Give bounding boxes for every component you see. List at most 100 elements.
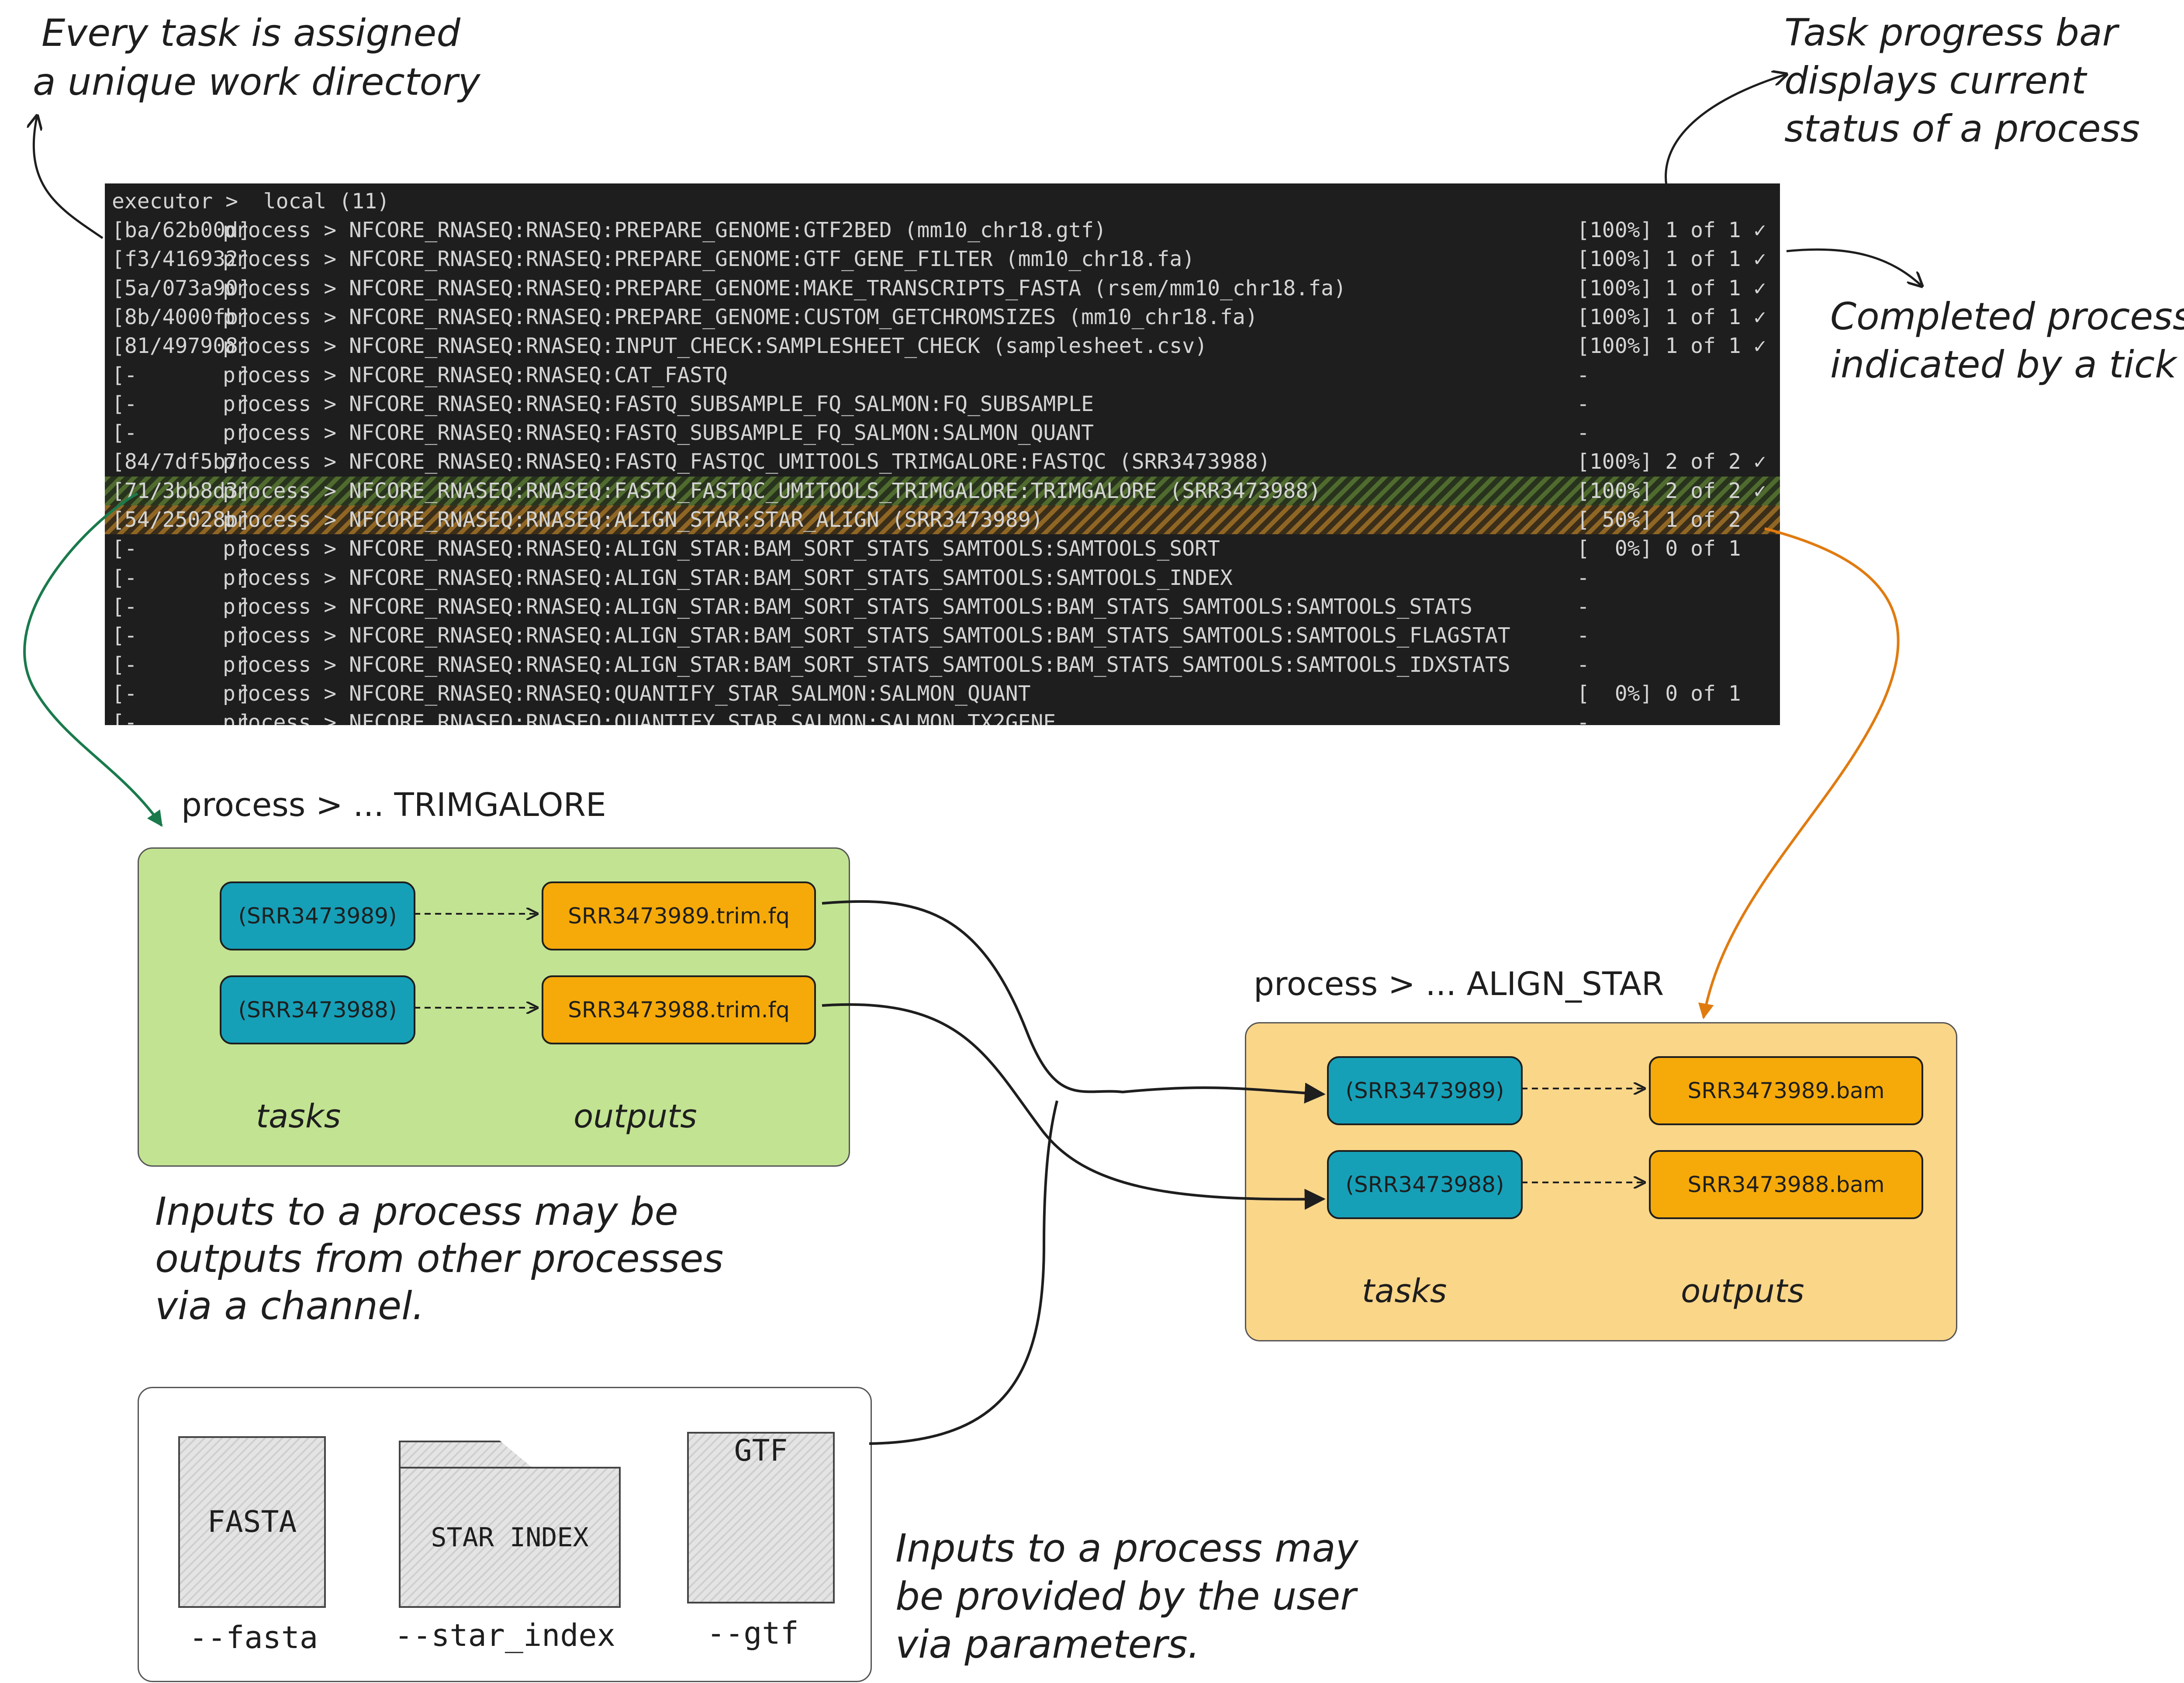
terminal-row: [- ]process > NFCORE_RNASEQ:RNASEQ:QUANT…	[105, 708, 1780, 725]
task-hash: [- ]	[112, 565, 251, 590]
process-name: process > NFCORE_RNASEQ:RNASEQ:ALIGN_STA…	[223, 508, 1044, 532]
progress-status: [100%] 2 of 2 ✓	[1577, 478, 1766, 503]
completed-arrow	[1786, 248, 1922, 286]
process-name: process > NFCORE_RNASEQ:RNASEQ:QUANTIFY_…	[223, 681, 1031, 706]
progress-status: -	[1577, 421, 1590, 446]
terminal-row: [84/7df5b7]process > NFCORE_RNASEQ:RNASE…	[105, 447, 1780, 476]
annotation-line: displays current	[1784, 59, 2087, 103]
annotation-line: Completed processes	[1830, 295, 2184, 339]
task-hash: [- ]	[112, 536, 251, 561]
task-hash: [5a/073a90]	[112, 276, 251, 301]
terminal-row: [ba/62b00d]process > NFCORE_RNASEQ:RNASE…	[105, 216, 1780, 245]
task-box: (SRR3473989)	[220, 881, 415, 950]
task-hash: [- ]	[112, 594, 251, 619]
task-hash: [- ]	[112, 623, 251, 648]
terminal-header: executor > local (11)	[112, 189, 390, 214]
fasta-file-icon: FASTA	[178, 1436, 326, 1608]
param-star-index: --star_index	[394, 1617, 615, 1653]
annotation-line: indicated by a tick	[1830, 343, 2177, 387]
task-box: (SRR3473988)	[1327, 1150, 1523, 1219]
align-star-panel: (SRR3473989) (SRR3473988) SRR3473989.bam…	[1245, 1022, 1957, 1341]
annotation-line: status of a process	[1784, 107, 2140, 151]
process-name: process > NFCORE_RNASEQ:RNASEQ:FASTQ_SUB…	[223, 391, 1094, 416]
process-name: process > NFCORE_RNASEQ:RNASEQ:CAT_FASTQ	[223, 363, 728, 387]
task-hash: [71/3bb8d3]	[112, 478, 251, 503]
param-fasta: --fasta	[189, 1620, 318, 1655]
progress-status: [100%] 1 of 1 ✓	[1577, 334, 1766, 359]
output-box: SRR3473988.trim.fq	[542, 975, 816, 1044]
annotation-line: Every task is assigned	[41, 11, 460, 55]
task-box: (SRR3473989)	[1327, 1056, 1523, 1125]
terminal-row: [- ]process > NFCORE_RNASEQ:RNASEQ:FASTQ…	[105, 390, 1780, 418]
process-name: process > NFCORE_RNASEQ:RNASEQ:ALIGN_STA…	[223, 652, 1510, 677]
trimgalore-panel: (SRR3473989) (SRR3473988) SRR3473989.tri…	[138, 847, 850, 1167]
tasks-label: tasks	[256, 1098, 341, 1135]
task-hash: [8b/4000fb]	[112, 304, 251, 329]
task-box: (SRR3473988)	[220, 975, 415, 1044]
annotation-line: be provided by the user	[895, 1574, 1356, 1619]
annotation-line: via parameters.	[895, 1622, 1200, 1667]
task-hash: [84/7df5b7]	[112, 449, 251, 474]
progress-status: -	[1577, 363, 1590, 387]
process-name: process > NFCORE_RNASEQ:RNASEQ:INPUT_CHE…	[223, 334, 1208, 359]
annotation-progress: Task progress bar displays current statu…	[1784, 9, 2140, 153]
task-hash: [- ]	[112, 363, 251, 387]
process-name: process > NFCORE_RNASEQ:RNASEQ:QUANTIFY_…	[223, 710, 1056, 725]
terminal-row: [- ]process > NFCORE_RNASEQ:RNASEQ:FASTQ…	[105, 418, 1780, 447]
terminal-row: [f3/416932]process > NFCORE_RNASEQ:RNASE…	[105, 245, 1780, 273]
terminal-row: [- ]process > NFCORE_RNASEQ:RNASEQ:CAT_F…	[105, 361, 1780, 390]
annotation-line: a unique work directory	[33, 60, 480, 104]
trimgalore-title: process > ... TRIMGALORE	[181, 786, 606, 824]
process-name: process > NFCORE_RNASEQ:RNASEQ:PREPARE_G…	[223, 218, 1106, 242]
process-name: process > NFCORE_RNASEQ:RNASEQ:PREPARE_G…	[223, 304, 1258, 329]
terminal-row: [- ]process > NFCORE_RNASEQ:RNASEQ:ALIGN…	[105, 592, 1780, 621]
annotation-line: Inputs to a process may	[895, 1526, 1358, 1571]
terminal-row: [8b/4000fb]process > NFCORE_RNASEQ:RNASE…	[105, 303, 1780, 332]
folder-tab-icon	[399, 1441, 533, 1469]
terminal-row: [- ]process > NFCORE_RNASEQ:RNASEQ:QUANT…	[105, 679, 1780, 708]
terminal-row: [- ]process > NFCORE_RNASEQ:RNASEQ:ALIGN…	[105, 563, 1780, 592]
process-name: process > NFCORE_RNASEQ:RNASEQ:FASTQ_SUB…	[223, 421, 1094, 446]
process-name: process > NFCORE_RNASEQ:RNASEQ:PREPARE_G…	[223, 247, 1195, 272]
star-index-folder-icon: STAR INDEX	[399, 1467, 621, 1608]
annotation-inputs-params: Inputs to a process may be provided by t…	[895, 1524, 1358, 1669]
annotation-line: outputs from other processes	[155, 1236, 724, 1281]
terminal-row: [- ]process > NFCORE_RNASEQ:RNASEQ:ALIGN…	[105, 534, 1780, 563]
annotation-work-dir: Every task is assigned a unique work dir…	[33, 9, 480, 107]
progress-status: [100%] 1 of 1 ✓	[1577, 218, 1766, 242]
progress-status: -	[1577, 594, 1590, 619]
task-hash: [- ]	[112, 710, 251, 725]
annotation-line: Inputs to a process may be	[155, 1189, 678, 1234]
output-box: SRR3473989.trim.fq	[542, 881, 816, 950]
terminal-output: executor > local (11) [ba/62b00d]process…	[105, 183, 1780, 725]
annotation-inputs-channel: Inputs to a process may be outputs from …	[155, 1188, 723, 1330]
progress-status: -	[1577, 565, 1590, 590]
outputs-label: outputs	[574, 1098, 697, 1135]
annotation-completed: Completed processes indicated by a tick	[1830, 293, 2184, 389]
annotation-line: via a channel.	[155, 1283, 425, 1328]
task-hash: [ba/62b00d]	[112, 218, 251, 242]
terminal-row: [71/3bb8d3]process > NFCORE_RNASEQ:RNASE…	[105, 476, 1780, 505]
progress-status: -	[1577, 710, 1590, 725]
align-star-title: process > ... ALIGN_STAR	[1254, 965, 1664, 1003]
channel-arrow	[822, 1003, 1326, 1210]
task-hash: [- ]	[112, 421, 251, 446]
work-dir-arrow	[34, 116, 104, 239]
param-gtf: --gtf	[707, 1615, 799, 1651]
progress-status: -	[1577, 391, 1590, 416]
tasks-label: tasks	[1362, 1272, 1447, 1310]
channel-arrow	[822, 900, 1326, 1104]
process-name: process > NFCORE_RNASEQ:RNASEQ:PREPARE_G…	[223, 276, 1346, 301]
task-hash: [- ]	[112, 391, 251, 416]
task-hash: [f3/416932]	[112, 247, 251, 272]
gtf-file-icon: GTF	[687, 1432, 835, 1604]
terminal-row: [81/497908]process > NFCORE_RNASEQ:RNASE…	[105, 332, 1780, 360]
progress-status: [100%] 1 of 1 ✓	[1577, 304, 1766, 329]
user-inputs-panel: FASTA STAR INDEX GTF --fasta --star_inde…	[138, 1387, 872, 1682]
progress-arrow	[1665, 74, 1787, 186]
progress-status: [ 50%] 1 of 2	[1577, 508, 1741, 532]
process-name: process > NFCORE_RNASEQ:RNASEQ:ALIGN_STA…	[223, 594, 1472, 619]
terminal-row: [5a/073a90]process > NFCORE_RNASEQ:RNASE…	[105, 274, 1780, 303]
progress-status: -	[1577, 652, 1590, 677]
